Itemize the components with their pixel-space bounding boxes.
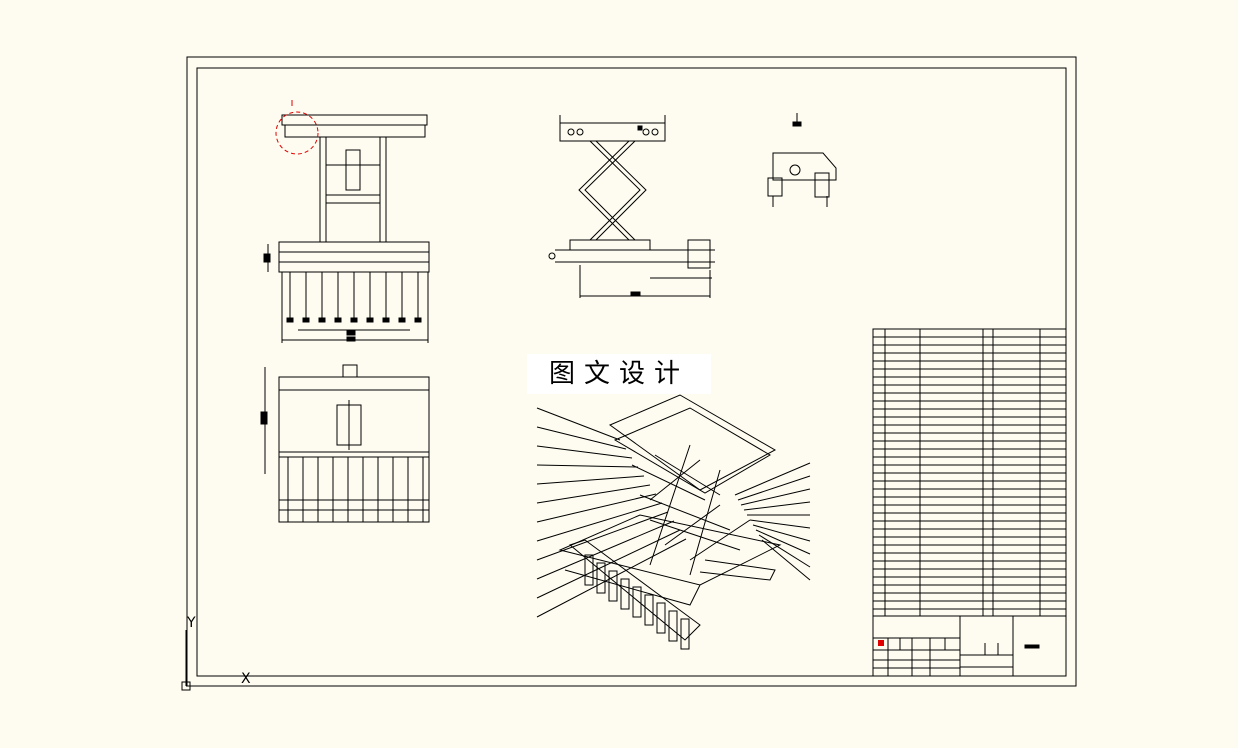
ucs-x-label: X [241, 671, 251, 687]
ucs-y-label: Y [187, 615, 196, 631]
outer-border [186, 56, 1077, 687]
isometric-view [536, 394, 811, 650]
ucs-icon [181, 630, 240, 691]
front-elevation-view [263, 114, 430, 343]
side-elevation-view [548, 115, 715, 298]
watermark-label: 图文设计 [527, 354, 711, 394]
plan-view [260, 364, 430, 523]
title-block [872, 328, 1067, 677]
detail-marker [275, 111, 319, 155]
detail-view [767, 113, 837, 207]
